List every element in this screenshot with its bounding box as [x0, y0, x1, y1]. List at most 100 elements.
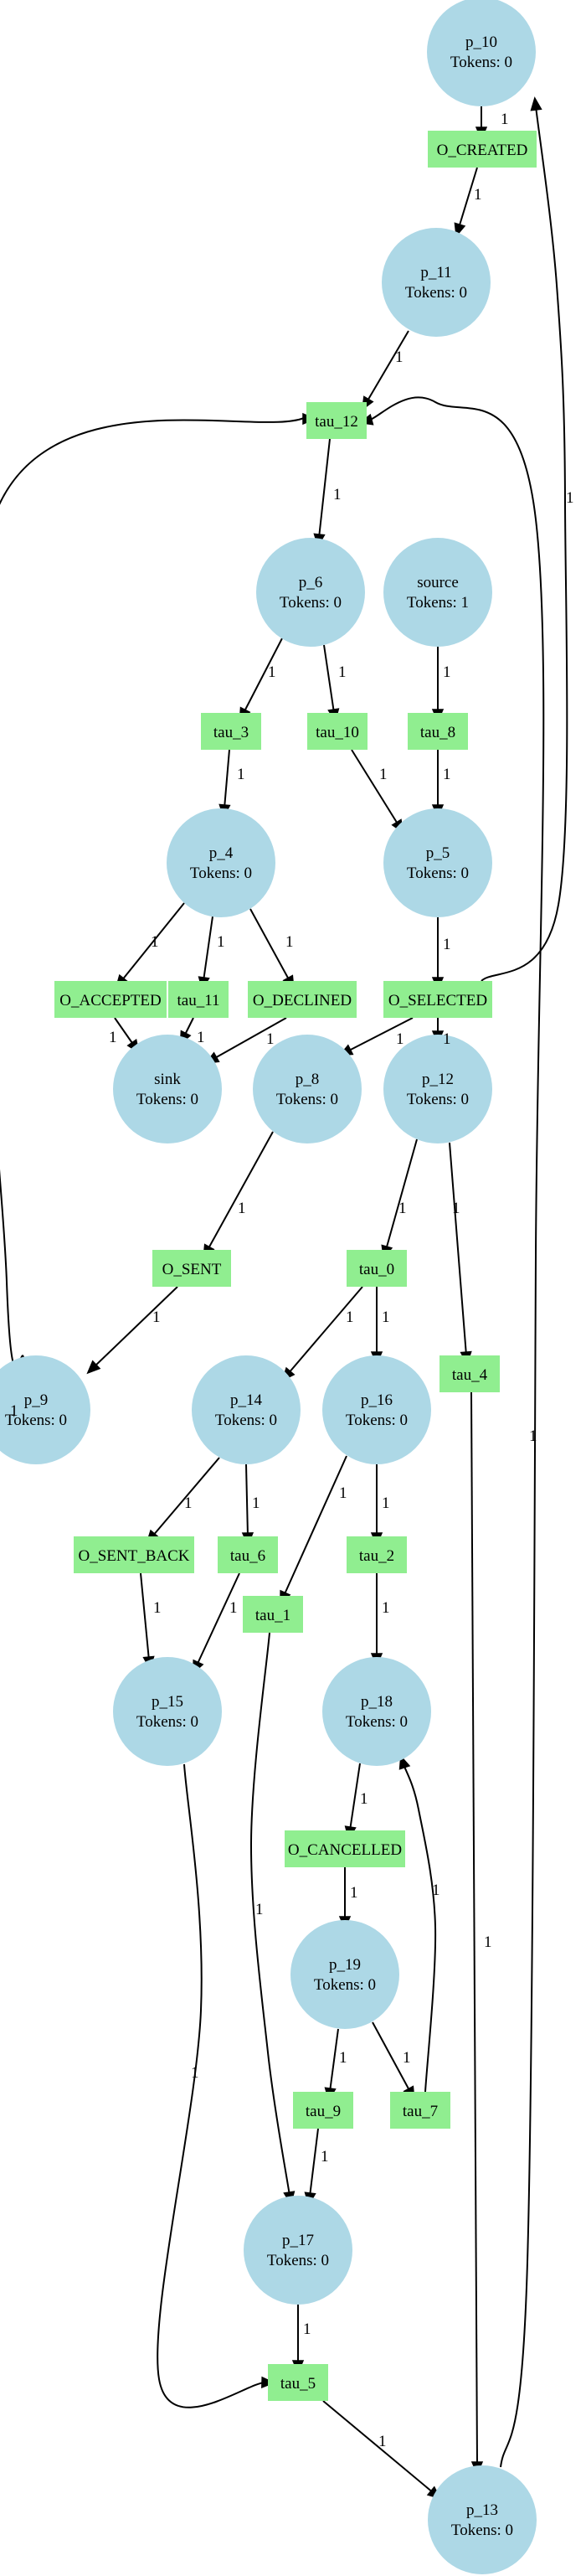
- transition-tau_8: tau_8: [408, 713, 468, 750]
- transition-O_ACCEPTED: O_ACCEPTED: [54, 981, 167, 1018]
- transition-label: tau_10: [316, 724, 359, 741]
- arrowhead-O_SENT-to-p_9: [86, 1360, 101, 1375]
- transition-tau_4: tau_4: [440, 1355, 500, 1392]
- arc-p_13-to-tau_12: [368, 396, 545, 2468]
- arc-weight-label: 1: [217, 933, 225, 951]
- arc-p_19-to-tau_7: [372, 2021, 411, 2093]
- transition-label: O_SELECTED: [388, 992, 487, 1009]
- place-circle: [382, 228, 491, 337]
- transition-box: [54, 981, 167, 1018]
- place-name: sink: [154, 1071, 181, 1088]
- place-tokens: Tokens: 0: [450, 54, 512, 71]
- place-tokens: Tokens: 0: [276, 1091, 338, 1108]
- arc-tau_10-to-p_5: [351, 749, 399, 826]
- arc-weight-label: 1: [484, 1933, 492, 1951]
- place-name: p_14: [230, 1391, 263, 1409]
- arc-p_14-to-tau_6: [245, 1464, 249, 1537]
- transition-label: tau_1: [255, 1607, 290, 1624]
- place-name: p_4: [209, 844, 234, 862]
- arc-O_CREATED-to-p_11: [458, 167, 478, 229]
- transition-tau_5: tau_5: [268, 2364, 328, 2401]
- place-circle: [0, 1355, 90, 1464]
- place-circle: [113, 1657, 222, 1766]
- arc-p_16-to-tau_1: [283, 1455, 347, 1597]
- transition-label: tau_6: [230, 1547, 265, 1565]
- transition-box: [168, 981, 229, 1018]
- arc-weight-label: 1: [339, 2049, 347, 2067]
- place-name: p_18: [361, 1693, 393, 1711]
- arc-weight-label: 1: [338, 663, 347, 681]
- transition-label: tau_3: [213, 724, 249, 741]
- arc-weight-label: 1: [255, 1901, 264, 1918]
- arc-tau_6-to-p_15: [196, 1572, 240, 1666]
- place-tokens: Tokens: 0: [405, 284, 467, 302]
- arc-weight-label: 1: [432, 1882, 440, 1899]
- arrowhead-O_SELECTED-to-p_10: [530, 96, 542, 111]
- arc-weight-label: 1: [452, 1200, 460, 1217]
- transition-label: O_SENT_BACK: [78, 1547, 189, 1565]
- place-tokens: Tokens: 0: [280, 594, 342, 612]
- arc-weight-label: 1: [398, 1200, 407, 1217]
- arc-weight-label: 1: [443, 766, 451, 783]
- place-name: p_8: [296, 1071, 320, 1088]
- arc-weight-label: 1: [238, 1200, 246, 1217]
- place-circle: [428, 2465, 537, 2574]
- transition-box: [408, 713, 468, 750]
- place-circle: [383, 808, 492, 917]
- transition-O_CANCELLED: O_CANCELLED: [285, 1830, 405, 1867]
- place-tokens: Tokens: 0: [190, 865, 252, 882]
- arc-weight-label: 1: [379, 766, 388, 783]
- place-circle: [322, 1657, 431, 1766]
- place-tokens: Tokens: 0: [407, 1091, 469, 1108]
- transition-box: [243, 1596, 303, 1633]
- transition-tau_10: tau_10: [307, 713, 368, 750]
- transition-label: tau_2: [359, 1547, 394, 1565]
- transition-label: O_CANCELLED: [288, 1841, 402, 1859]
- transition-box: [440, 1355, 500, 1392]
- transition-label: tau_4: [452, 1366, 488, 1384]
- place-circle: [383, 538, 492, 647]
- transition-tau_3: tau_3: [201, 713, 261, 750]
- arc-weight-label: 1: [285, 933, 294, 951]
- transition-box: [152, 1250, 231, 1287]
- place-tokens: Tokens: 1: [407, 594, 469, 612]
- transition-label: tau_11: [177, 992, 219, 1009]
- place-tokens: Tokens: 0: [314, 1976, 376, 1994]
- transition-O_SELECTED: O_SELECTED: [383, 981, 492, 1018]
- arc-tau_0-to-p_14: [287, 1286, 363, 1375]
- transition-label: tau_0: [359, 1261, 394, 1278]
- transition-box: [201, 713, 261, 750]
- arc-weight-label: 1: [501, 111, 509, 128]
- arc-weight-label: 1: [396, 1030, 404, 1048]
- transition-box: [307, 713, 368, 750]
- arc-weight-label: 1: [350, 1884, 358, 1902]
- arc-tau_12-to-p_6: [318, 438, 331, 539]
- transition-box: [347, 1536, 407, 1573]
- arc-O_ACCEPTED-to-sink: [114, 1017, 135, 1046]
- arc-p_14-to-O_SENT_BACK: [152, 1457, 220, 1537]
- place-tokens: Tokens: 0: [5, 1412, 67, 1429]
- arc-weight-label: 1: [184, 1494, 193, 1512]
- arc-weight-label: 1: [360, 1790, 368, 1808]
- transition-tau_0: tau_0: [347, 1250, 407, 1287]
- place-name: p_5: [426, 844, 450, 862]
- arc-weight-label: 1: [191, 2064, 199, 2082]
- arc-weight-label: 1: [339, 1484, 347, 1502]
- arc-tau_7-to-p_18: [403, 1763, 437, 2093]
- arc-weight-label: 1: [153, 1599, 162, 1617]
- place-tokens: Tokens: 0: [267, 2252, 329, 2269]
- transition-label: tau_7: [403, 2103, 438, 2120]
- place-circle: [192, 1355, 301, 1464]
- transition-label: tau_5: [280, 2375, 316, 2393]
- arc-O_SENT_BACK-to-p_15: [140, 1572, 150, 1661]
- arc-weight-label: 1: [321, 2148, 329, 2166]
